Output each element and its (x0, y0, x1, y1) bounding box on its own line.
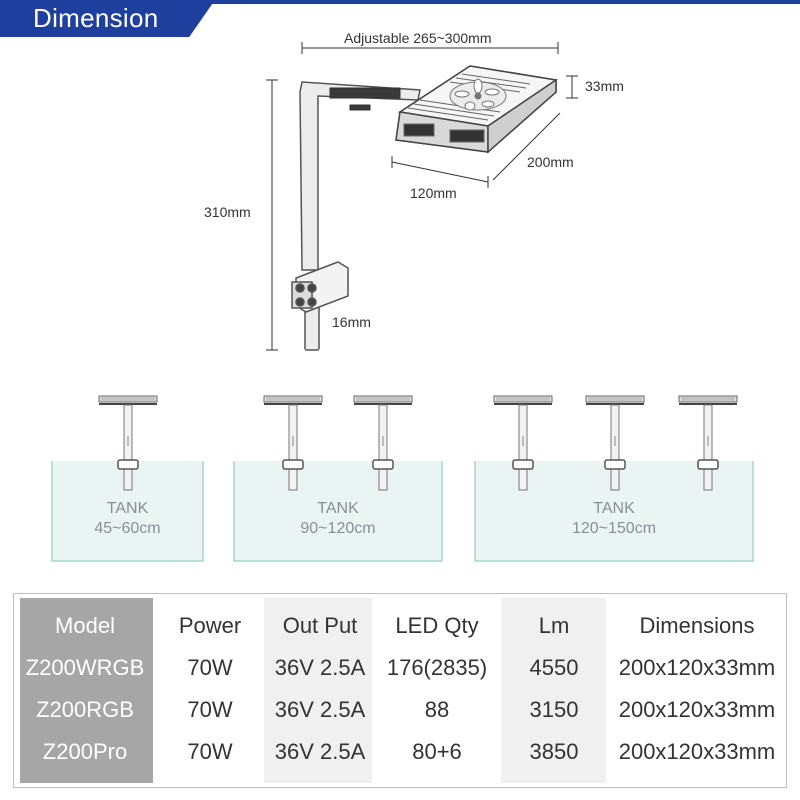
row-1-output: 36V 2.5A (274, 655, 366, 680)
tank-medium (233, 461, 443, 562)
row-3-led-qty: 80+6 (412, 739, 462, 764)
row-2-lm: 3150 (529, 697, 579, 722)
depth-dimension-line (492, 112, 561, 181)
row-3-model: Z200Pro (42, 739, 128, 764)
row-1-dimensions: 200x120x33mm (618, 655, 776, 680)
width-dimension-line (391, 156, 489, 188)
height-label: 310mm (204, 204, 251, 220)
tank-mounting-diagram (51, 395, 754, 562)
thickness-label: 33mm (585, 78, 624, 94)
tank-small-range: 45~60cm (94, 520, 161, 537)
depth-label: 200mm (527, 154, 574, 170)
tank-small-label: TANK 45~60cm (52, 499, 203, 539)
row-2-led-qty: 88 (424, 697, 450, 722)
tank-medium-range: 90~120cm (300, 520, 376, 537)
row-3-output: 36V 2.5A (274, 739, 366, 764)
header-power: Power (178, 613, 242, 638)
row-2-dimensions: 200x120x33mm (618, 697, 776, 722)
header-band (0, 0, 800, 4)
clamp-thickness-label: 16mm (332, 314, 371, 330)
height-dimension-line (266, 79, 278, 351)
adjustable-dimension-line (301, 42, 559, 54)
product-dimension-drawing (266, 42, 578, 351)
tank-large-title: TANK (593, 500, 635, 517)
row-3-dimensions: 200x120x33mm (618, 739, 776, 764)
adjustable-length-label: Adjustable 265~300mm (344, 30, 492, 46)
arm-bracket (329, 87, 401, 111)
tank-clamp (291, 261, 349, 313)
row-1-power: 70W (187, 655, 233, 680)
row-1-led-qty: 176(2835) (386, 655, 488, 680)
model-column-bg (20, 598, 153, 783)
row-2-model: Z200RGB (36, 697, 134, 722)
header-output: Out Put (282, 613, 358, 638)
thickness-dimension-line (566, 75, 578, 99)
header-badge (0, 0, 215, 37)
lm-column-bg (501, 598, 606, 783)
header-led-qty: LED Qty (395, 613, 479, 638)
tank-large-label: TANK 120~150cm (475, 499, 753, 539)
tank-large (474, 461, 754, 562)
output-column-bg (264, 598, 372, 783)
header-lm: Lm (538, 613, 570, 638)
tank-small-title: TANK (106, 500, 149, 517)
row-1-lm: 4550 (529, 655, 579, 680)
header-model: Model (55, 613, 115, 638)
width-label: 120mm (410, 185, 457, 201)
page-title: Dimension (33, 3, 159, 33)
fan-icon (449, 78, 507, 111)
tank-medium-label: TANK 90~120cm (234, 499, 442, 539)
tank-small (51, 461, 204, 562)
row-2-output: 36V 2.5A (274, 697, 366, 722)
row-3-lm: 3850 (529, 739, 579, 764)
spec-table: Model Power Out Put LED Qty Lm Dimension… (13, 593, 787, 788)
row-1-model: Z200WRGB (25, 655, 145, 680)
row-3-power: 70W (187, 739, 233, 764)
header-dimensions: Dimensions (639, 613, 755, 638)
row-2-power: 70W (187, 697, 233, 722)
tank-large-range: 120~150cm (571, 520, 657, 537)
tank-medium-title: TANK (317, 500, 359, 517)
